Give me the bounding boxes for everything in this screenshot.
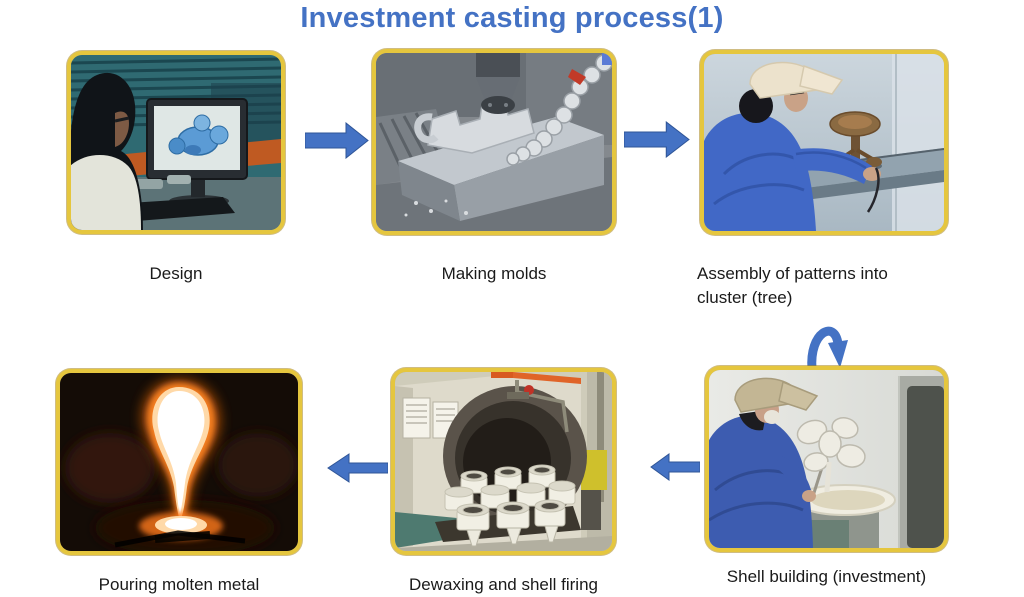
- photo-pouring: [56, 369, 302, 555]
- wax-assembly-photo-icon: [704, 54, 944, 231]
- caption-making-molds: Making molds: [441, 264, 547, 283]
- photo-dewaxing: [391, 368, 616, 555]
- cnc-machine-photo-icon: [376, 53, 612, 231]
- photo-shell-building: [705, 366, 948, 552]
- caption-pouring: Pouring molten metal: [98, 575, 260, 594]
- autoclave-photo-icon: [395, 372, 612, 551]
- arrow-right-icon: [624, 121, 690, 158]
- photo-design: [67, 51, 285, 234]
- slurry-dipping-photo-icon: [709, 370, 944, 548]
- design-cad-photo-icon: [71, 55, 281, 230]
- photo-assembly: [700, 50, 948, 235]
- arrow-left-icon: [650, 453, 700, 481]
- arrow-left-icon: [327, 453, 388, 483]
- caption-design: Design: [149, 264, 203, 283]
- caption-dewaxing: Dewaxing and shell firing: [409, 575, 598, 594]
- arrow-curved-down-icon: [804, 312, 850, 370]
- caption-shell-building: Shell building (investment): [726, 567, 927, 586]
- caption-assembly: Assembly of patterns into cluster (tree): [697, 264, 888, 307]
- page-title: Investment casting process(1): [300, 2, 724, 34]
- arrow-right-icon: [305, 122, 369, 159]
- photo-making-molds: [372, 49, 616, 235]
- molten-pour-photo-icon: [60, 373, 298, 551]
